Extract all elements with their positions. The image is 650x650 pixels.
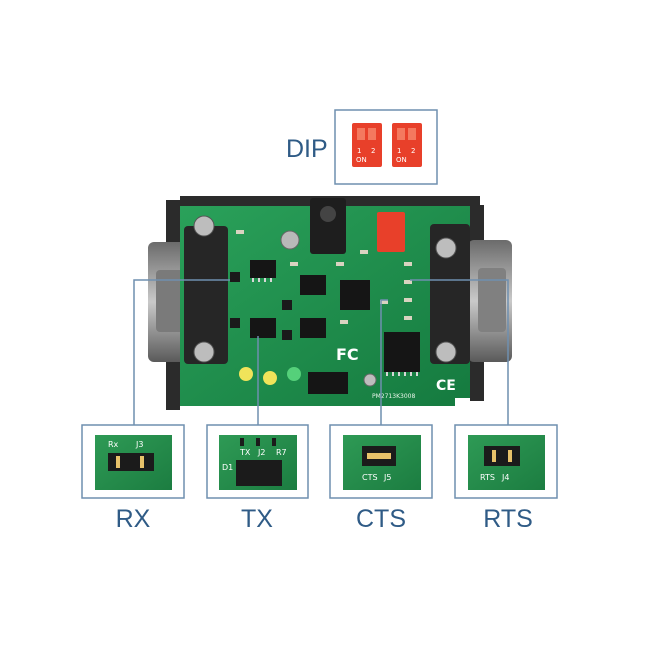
dip-marking-1: 1 [357, 147, 361, 155]
fc-mark: FC [336, 345, 359, 364]
led-yellow [239, 367, 253, 381]
tx-silk-j: J2 [257, 448, 265, 457]
ic [300, 275, 326, 295]
dip-marking-2b: 2 [411, 147, 415, 155]
dip-marking-1b: 1 [397, 147, 401, 155]
onboard-dip [377, 212, 405, 252]
serial-board: FC CE PM2713K3008 [148, 196, 512, 410]
rts-label: RTS [483, 505, 533, 533]
led-green [287, 367, 301, 381]
rx-zoom: Rx J3 [81, 424, 185, 499]
callout-line-rts [410, 279, 509, 425]
tx-label: TX [241, 505, 273, 533]
cts-label: CTS [356, 505, 406, 533]
ic-main [384, 332, 420, 372]
rts-zoom: RTS J4 [454, 424, 558, 499]
rx-silk-j: J3 [135, 440, 143, 449]
ce-mark: CE [436, 378, 456, 394]
power-jack [310, 198, 346, 254]
callout-lines [133, 279, 509, 425]
ic [308, 372, 348, 394]
callout-line-rx [133, 279, 230, 425]
cts-zoom: CTS J5 [329, 424, 433, 499]
led-yellow [263, 371, 277, 385]
ic [300, 318, 326, 338]
cts-silk-label: CTS [362, 473, 378, 482]
tx-silk-d: D1 [222, 463, 233, 472]
dip-callout: 1 2 ON 1 2 ON [334, 109, 438, 185]
cts-silk-j: J5 [383, 473, 391, 482]
ic [250, 260, 276, 278]
dip-label: DIP [286, 135, 328, 163]
tx-silk-r: R7 [276, 448, 287, 457]
rx-silk-label: Rx [108, 440, 119, 449]
rx-label: RX [116, 505, 151, 533]
ic [250, 318, 276, 338]
rts-silk-label: RTS [480, 473, 495, 482]
callout-line-cts [380, 299, 388, 425]
rx-jumper-header [108, 453, 154, 471]
dip-marking-on: ON [356, 156, 367, 164]
ic [340, 280, 370, 310]
rts-silk-j: J4 [501, 473, 509, 482]
dip-marking-onb: ON [396, 156, 407, 164]
tx-silk-label: TX [239, 448, 251, 457]
dip-marking-2: 2 [371, 147, 375, 155]
tx-zoom: TX J2 R7 D1 [206, 424, 309, 499]
rts-jumper-header [484, 446, 520, 466]
tx-jumper-cap [236, 460, 282, 486]
board-id: PM2713K3008 [372, 393, 415, 400]
